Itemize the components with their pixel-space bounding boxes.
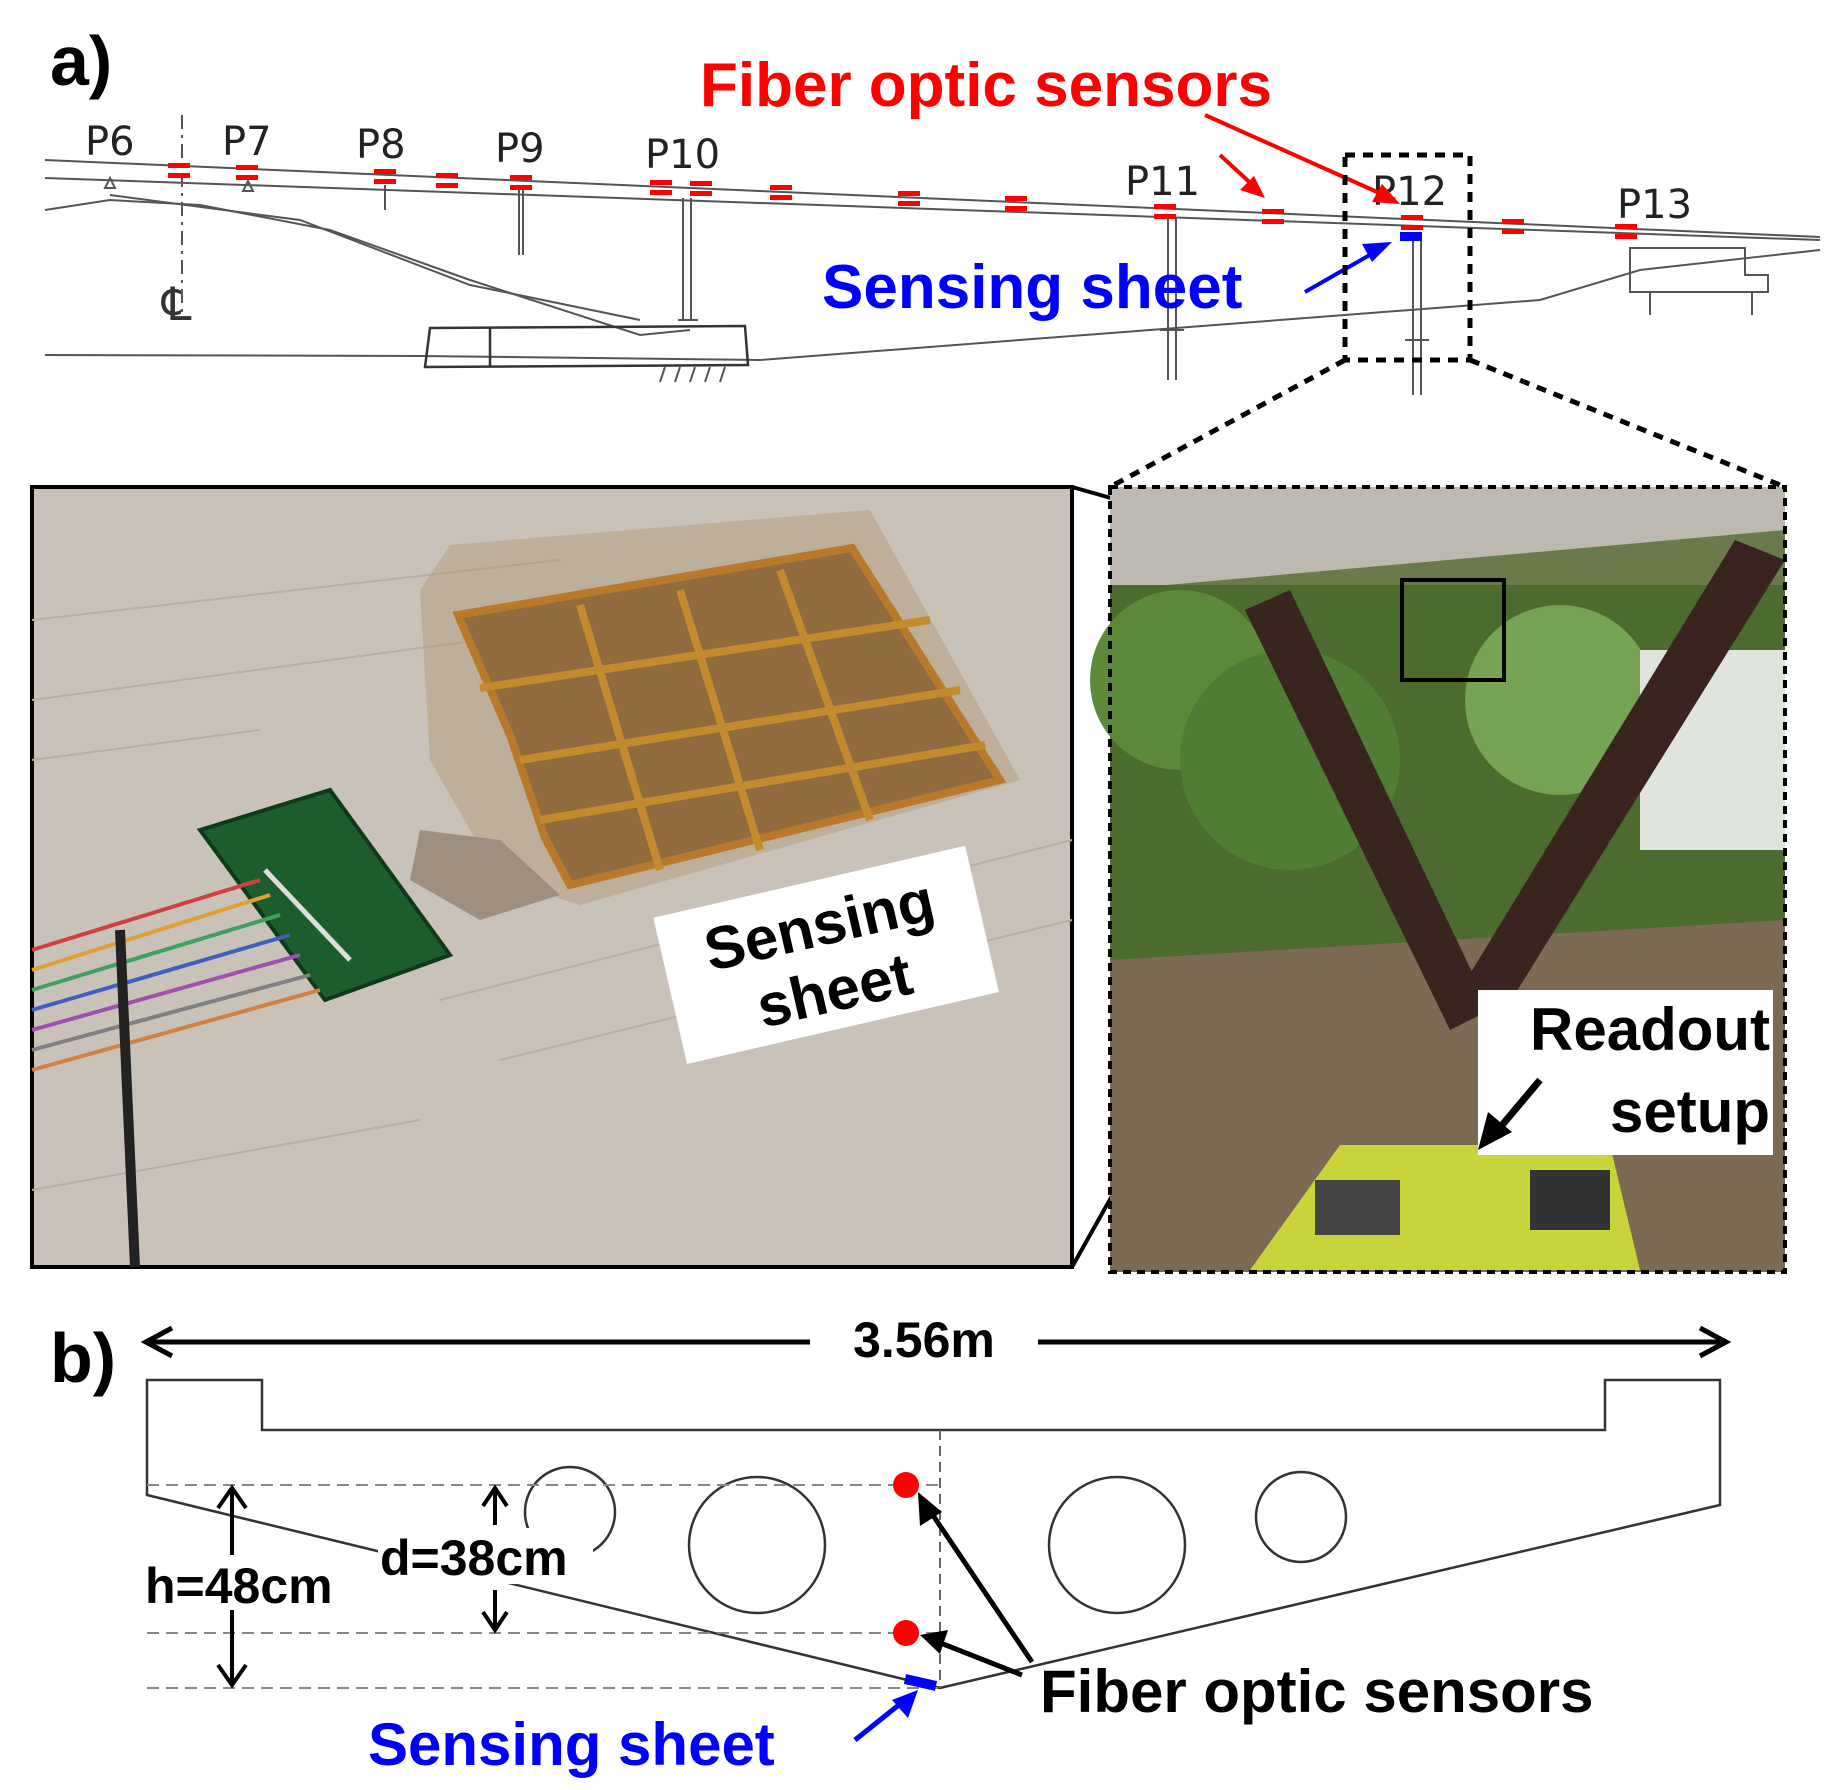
pier-label-p13: P13	[1617, 182, 1692, 228]
pier-label-p11: P11	[1125, 159, 1200, 205]
fiber-arrow-1	[1204, 113, 1396, 202]
void-circle	[687, 1475, 827, 1615]
fiber-sensor-marker	[1262, 209, 1284, 224]
fiber-sensor-marker	[898, 191, 920, 206]
photo-right-caption-2: setup	[1610, 1078, 1770, 1145]
fiber-sensor-marker	[168, 163, 190, 178]
fiber-arrowhead-2	[1240, 176, 1265, 198]
sheet-arrowhead-b	[892, 1690, 918, 1718]
photo-left-caption-box: Sensing sheet	[653, 845, 999, 1064]
fiber-arrow-top	[925, 1506, 1035, 1664]
d-arrowhead-top	[481, 1484, 509, 1508]
fiber-arrowhead-bottom	[920, 1630, 948, 1654]
panel-a: a)	[44, 22, 1821, 395]
zoom-connector-right	[1469, 357, 1786, 490]
fiber-sensor-dot-top	[893, 1472, 919, 1498]
photo-sensing-sheet: Sensing sheet	[30, 485, 1074, 1269]
fiber-sensor-marker	[510, 175, 532, 190]
readout-box	[1315, 1180, 1400, 1235]
zoom-connector-left	[1108, 357, 1347, 490]
d-label: d=38cm	[380, 1530, 568, 1586]
fiber-sensor-marker	[1615, 224, 1637, 239]
fiber-arrowhead-1	[1372, 184, 1400, 204]
pier-label-p7: P7	[222, 119, 272, 165]
pier-label-p8: P8	[356, 122, 406, 168]
fiber-sensor-markers	[168, 163, 1637, 239]
sheet-arrow-b	[853, 1698, 907, 1742]
d-arrowhead-bottom	[481, 1610, 509, 1634]
fiber-sensor-marker	[770, 185, 792, 200]
sensing-sheet-label: Sensing sheet	[822, 253, 1242, 322]
ribbon-cable	[31, 878, 321, 1072]
h-arrowhead-top	[216, 1484, 248, 1510]
bridge-elevation-drawing	[44, 115, 1821, 395]
width-arrowhead-right	[1698, 1325, 1732, 1359]
fiber-sensor-marker	[374, 169, 396, 184]
fiber-optic-sensors-label: Fiber optic sensors	[700, 51, 1272, 120]
steel-column-right	[1460, 540, 1785, 1010]
panel-b: b) 3.56m h=48cm d=38cm	[50, 1312, 1732, 1778]
cross-section-outline	[145, 1378, 1722, 1690]
detail-box	[1400, 578, 1506, 682]
pier-label-p9: P9	[495, 126, 545, 172]
fiber-sensor-marker	[1502, 219, 1524, 234]
centerline-symbol: ℄	[161, 277, 192, 331]
photo-readout-setup: Readout setup	[1090, 485, 1787, 1274]
steel-column-left	[1245, 590, 1490, 1030]
sensor-sheet-patch	[452, 543, 1007, 890]
void-circle	[1047, 1475, 1187, 1615]
fiber-sensor-marker	[236, 165, 258, 180]
sensing-sheet-marker	[1400, 232, 1422, 241]
fiber-arrowhead-top	[918, 1492, 942, 1526]
pier-label-p10: P10	[645, 132, 720, 178]
width-label: 3.56m	[853, 1312, 995, 1368]
laptop	[1530, 1170, 1610, 1230]
pier-label-p6: P6	[85, 119, 135, 165]
black-cable	[115, 929, 140, 1268]
photo-right-caption-1: Readout	[1530, 996, 1770, 1063]
h-arrowhead-bottom	[216, 1663, 248, 1689]
fiber-sensor-marker	[650, 180, 672, 195]
sensing-sheet-label-b: Sensing sheet	[368, 1711, 775, 1778]
photo-right-caption-box	[1478, 990, 1773, 1155]
fiber-sensor-marker	[1005, 196, 1027, 211]
panel-b-label: b)	[50, 1319, 116, 1397]
fiber-sensor-dot-bottom	[893, 1620, 919, 1646]
fiber-sensor-marker	[1401, 215, 1423, 230]
circuit-board	[196, 787, 454, 1003]
fiber-arrow-bottom	[937, 1639, 1023, 1678]
width-arrowhead-left	[140, 1325, 174, 1359]
zoom-box	[1342, 152, 1473, 363]
fiber-sensor-marker	[1154, 204, 1176, 219]
fiber-sensor-marker	[690, 181, 712, 196]
readout-arrowhead	[1478, 1112, 1512, 1150]
sheet-arrowhead	[1362, 242, 1392, 262]
sensing-sheet-bar	[903, 1674, 938, 1691]
fiber-optic-sensors-label-b: Fiber optic sensors	[1040, 1658, 1593, 1725]
void-circle	[1254, 1470, 1348, 1564]
h-label: h=48cm	[145, 1558, 333, 1614]
fiber-sensor-marker	[436, 173, 458, 188]
panel-a-label: a)	[50, 22, 112, 100]
readout-arrow	[1495, 1077, 1543, 1133]
